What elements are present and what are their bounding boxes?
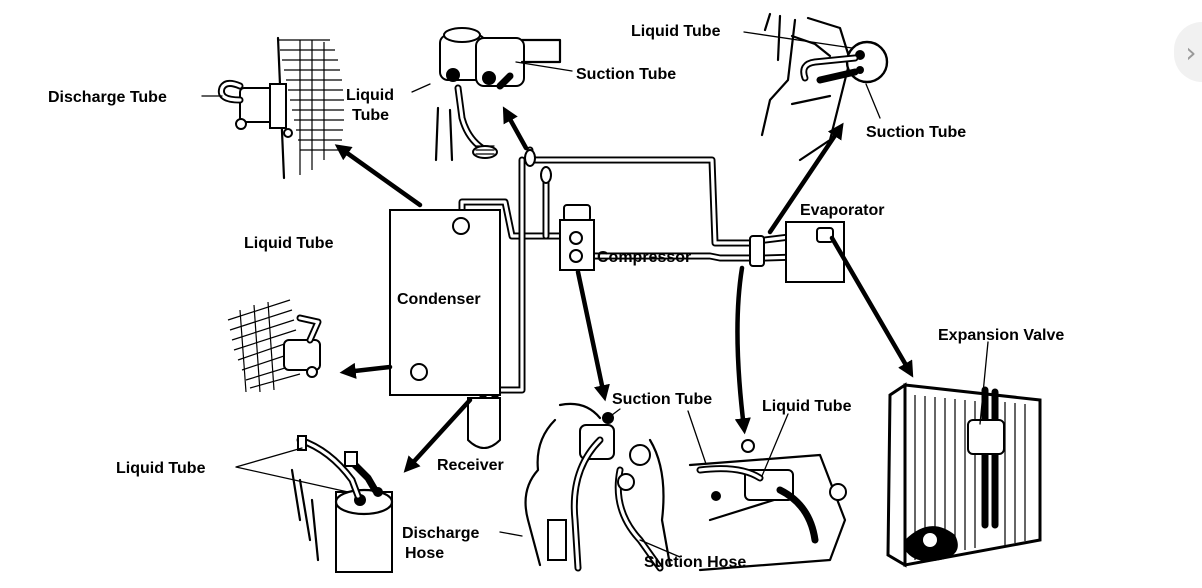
liquid-tube-bottom-detail [688,439,847,572]
label-liquid-tube-bottom-left: Liquid Tube [116,460,206,477]
label-expansion-valve: Expansion Valve [938,327,1064,344]
label-discharge-hose-line1: Discharge [402,525,479,542]
label-evaporator: Evaporator [800,202,884,219]
arrow-to-compressor-hose [575,269,610,402]
label-liquid-tube-top-line1: Liquid [346,87,394,104]
compressor-box [559,204,595,271]
label-liquid-tube-left: Liquid Tube [244,235,334,252]
evaporator-core-detail [886,382,1042,568]
evaporator-tube-detail [760,12,889,162]
receiver-detail [290,435,394,573]
chevron-right-icon: › [1185,35,1197,69]
label-discharge-hose-line2: Hose [405,545,444,562]
arrow-to-discharge-tube [334,144,423,208]
label-suction-tube-bottom: Suction Tube [612,391,712,408]
arrow-to-receiver-detail [403,397,473,473]
label-discharge-tube: Discharge Tube [48,89,167,106]
label-liquid-tube-bottom-mid: Liquid Tube [762,398,852,415]
service-fittings [524,149,552,184]
liquid-tube-left-detail [227,299,322,393]
callout-arrows [334,106,914,473]
compressor-fitting-detail [434,27,562,162]
label-compressor: Compressor [597,249,691,266]
arrow-to-liquid-tube-left [339,362,393,379]
label-receiver: Receiver [437,457,504,474]
arrow-to-compressor-fitting [502,106,529,151]
label-suction-hose: Suction Hose [644,554,746,571]
evaporator-box [749,221,845,283]
labels: Discharge Tube Liquid Tube Suction Tube … [48,23,1064,571]
receiver-box [467,397,501,449]
label-liquid-tube-top-right: Liquid Tube [631,23,721,40]
arrow-to-evaporator-tube [767,122,844,235]
discharge-tube-detail [217,36,344,180]
label-suction-tube-right: Suction Tube [866,124,966,141]
label-suction-tube-top: Suction Tube [576,66,676,83]
leader-lines [201,31,989,558]
label-liquid-tube-top-line2: Tube [352,107,389,124]
arrow-to-liquid-tube-bottom [734,265,751,435]
label-condenser: Condenser [397,291,481,308]
condenser-box [389,209,501,396]
arrow-to-expansion-valve [829,235,914,378]
